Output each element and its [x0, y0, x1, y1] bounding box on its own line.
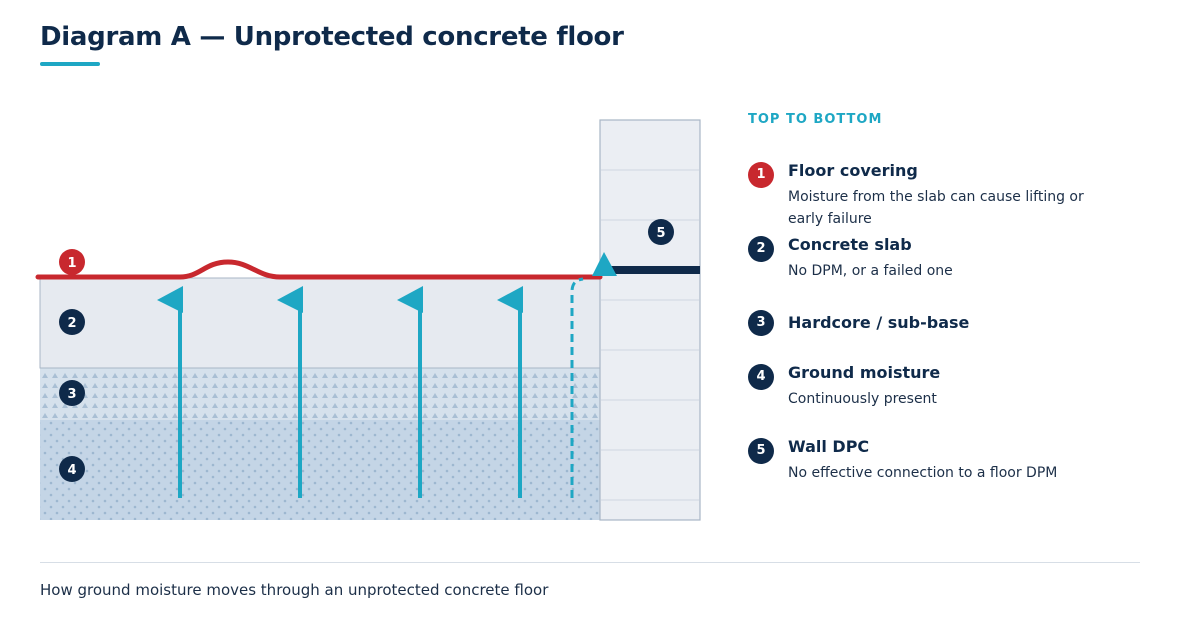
svg-text:1: 1	[67, 256, 76, 271]
legend-heading: TOP TO BOTTOM	[748, 112, 883, 127]
diagram-caption: How ground moisture moves through an unp…	[40, 581, 549, 599]
wall-dpc	[600, 266, 700, 274]
legend: TOP TO BOTTOM 1 Floor covering Moisture …	[748, 112, 1148, 481]
ground-moisture-layer	[40, 420, 600, 520]
legend-item-description: No DPM, or a failed one	[788, 263, 953, 279]
floor-covering-line	[35, 259, 603, 280]
wall	[599, 119, 701, 521]
floor-cross-section-diagram: 1 2 3 4 5	[35, 119, 701, 521]
svg-text:2: 2	[67, 316, 76, 331]
moisture-arrow	[277, 286, 303, 498]
legend-badge: 3	[748, 310, 774, 336]
marker-1: 1	[59, 249, 85, 275]
legend-item-name: Wall DPC	[788, 437, 870, 456]
svg-text:5: 5	[656, 226, 665, 241]
moisture-arrow	[397, 286, 423, 498]
marker-4: 4	[59, 456, 85, 482]
legend-item-name: Hardcore / sub-base	[788, 313, 970, 332]
svg-text:4: 4	[67, 463, 76, 478]
title-underline	[40, 62, 100, 66]
legend-badge: 1	[748, 162, 774, 188]
moisture-arrow	[497, 286, 523, 498]
svg-text:3: 3	[67, 387, 76, 402]
moisture-arrow	[157, 286, 183, 498]
legend-item-name: Ground moisture	[788, 363, 941, 382]
concrete-slab	[39, 277, 601, 369]
legend-item-description: Moisture from the slab can cause lifting…	[788, 189, 1084, 227]
marker-2: 2	[59, 309, 85, 335]
marker-5: 5	[648, 219, 674, 245]
legend-badge: 5	[748, 438, 774, 464]
marker-3: 3	[59, 380, 85, 406]
diagram-title: Diagram A — Unprotected concrete floor	[40, 22, 624, 52]
legend-item-name: Concrete slab	[788, 235, 912, 254]
divider	[40, 562, 1140, 563]
legend-item-description: Continuously present	[788, 391, 937, 407]
hardcore-layer	[40, 368, 600, 420]
legend-badge: 4	[748, 364, 774, 390]
legend-badge: 2	[748, 236, 774, 262]
legend-item-name: Floor covering	[788, 161, 918, 180]
legend-item-description: No effective connection to a floor DPM	[788, 465, 1058, 481]
wall-moisture-arrow	[570, 252, 617, 498]
